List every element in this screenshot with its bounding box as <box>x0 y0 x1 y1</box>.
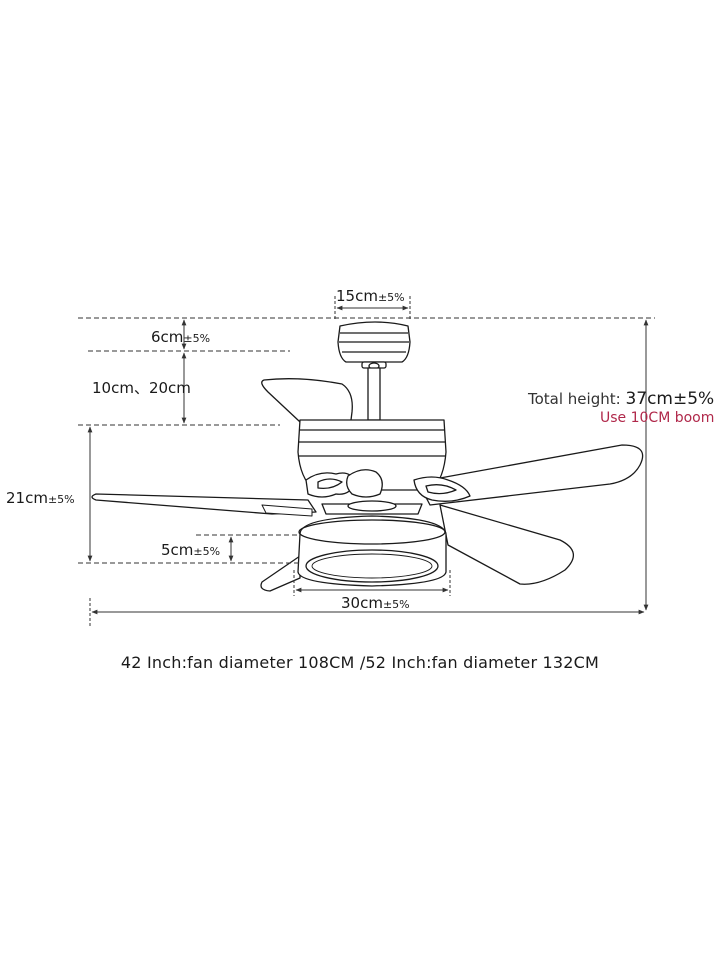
total-height-label: Total height: 37cm±5% <box>528 389 714 409</box>
downrod-label: 10cm、20cm <box>92 380 191 396</box>
fan-blade-lower-right <box>439 504 574 585</box>
canopy-width-value: 15cm <box>336 287 378 305</box>
light-height-value: 5cm <box>161 541 194 559</box>
fan-blade-upper-right <box>417 444 644 506</box>
canopy-height-value: 6cm <box>151 328 184 346</box>
fan-diameter-caption: 42 Inch:fan diameter 108CM /52 Inch:fan … <box>120 653 600 672</box>
light-height-tolerance: ±5% <box>193 545 221 558</box>
downrod-value: 10cm、20cm <box>92 379 191 397</box>
downrod <box>367 367 381 421</box>
canopy-width-label: 15cm±5% <box>336 288 405 304</box>
boom-note: Use 10CM boom <box>600 410 715 426</box>
canopy-width-tolerance: ±5% <box>377 291 405 304</box>
light-diameter-tolerance: ±5% <box>382 598 410 611</box>
motor-height-tolerance: ±5% <box>47 493 75 506</box>
total-height-value: 37cm±5% <box>625 389 715 409</box>
light-diameter-label: 30cm±5% <box>341 595 410 611</box>
dimension-lines <box>78 296 655 626</box>
light-lens <box>305 549 439 583</box>
motor-height-label: 21cm±5% <box>6 490 75 506</box>
light-height-label: 5cm±5% <box>161 542 220 558</box>
fan-blade-lower-left <box>260 555 301 592</box>
blade-arm-center <box>346 469 383 498</box>
canopy-height-label: 6cm±5% <box>151 329 210 345</box>
motor-height-value: 21cm <box>6 489 48 507</box>
light-diameter-value: 30cm <box>341 594 383 612</box>
fan-drawing <box>91 321 644 592</box>
total-height-prefix: Total height: <box>528 390 626 408</box>
canopy-height-tolerance: ±5% <box>183 332 211 345</box>
